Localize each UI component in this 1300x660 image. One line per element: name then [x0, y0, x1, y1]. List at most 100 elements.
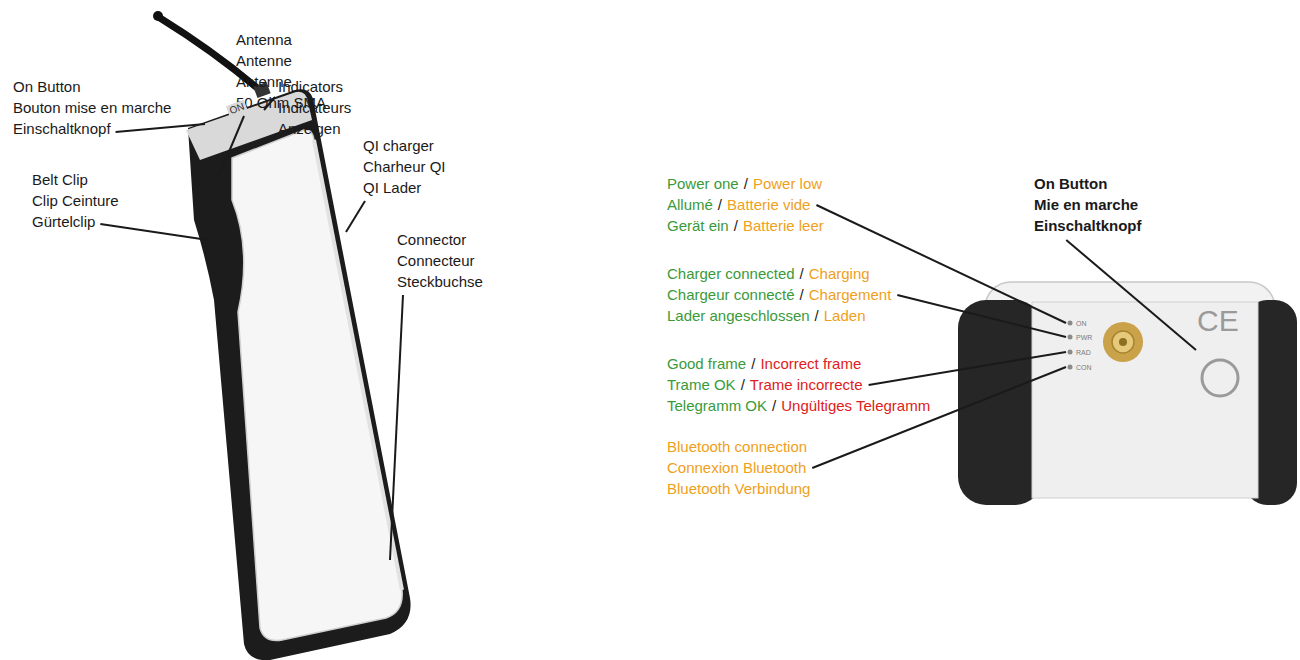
label-row: Indicateurs: [278, 98, 351, 118]
callout-label: /: [741, 375, 745, 395]
callout-label: Steckbuchse: [397, 272, 483, 292]
callout-label: Indicators: [278, 77, 343, 97]
label-row: QI charger: [363, 136, 434, 156]
sma-connector: [1103, 322, 1143, 362]
callout-label: Trame incorrecte: [750, 375, 863, 395]
led-marking: CON: [1076, 363, 1092, 372]
leader-line: [390, 295, 403, 560]
label-row: Belt Clip: [32, 170, 88, 190]
antenna-tip: [153, 11, 163, 21]
callout-label: Einschaltknopf: [1034, 216, 1142, 236]
leader-line: [116, 124, 205, 132]
callout-label: Bluetooth connection: [667, 437, 807, 457]
callout-label: Lader angeschlossen: [667, 306, 810, 326]
label-row: Bouton mise en marche: [13, 98, 171, 118]
label-row: RAD: [1076, 348, 1091, 357]
led: [1068, 365, 1073, 370]
device-front: [232, 130, 402, 641]
sma-connector: [1119, 338, 1127, 346]
label-row: CE: [1197, 305, 1239, 337]
callout-label: Batterie vide: [727, 195, 810, 215]
callout-label: /: [734, 216, 738, 236]
label-row: Chargeur connecté/Chargement: [667, 285, 891, 305]
on-button-ring: [1202, 360, 1238, 396]
label-row: ON: [1076, 319, 1087, 328]
leader-line: [1066, 240, 1196, 350]
label-row: Clip Ceinture: [32, 191, 119, 211]
label-row: ON: [226, 100, 248, 118]
callout-label: Ungültiges Telegramm: [781, 396, 930, 416]
sma-connector: [1112, 331, 1134, 353]
ce-mark: CE: [1197, 305, 1239, 337]
callout-label: Connexion Bluetooth: [667, 458, 806, 478]
callout-label: /: [800, 285, 804, 305]
label-row: Gürtelclip: [32, 212, 95, 232]
callout-label: Charheur QI: [363, 157, 446, 177]
callout-label: Telegramm OK: [667, 396, 767, 416]
device-edge: [314, 140, 402, 590]
callout-label: Bouton mise en marche: [13, 98, 171, 118]
callout-label: /: [718, 195, 722, 215]
callout-label: Connector: [397, 230, 466, 250]
callout-label: /: [800, 264, 804, 284]
leader-line: [897, 295, 1066, 337]
callout-label: /: [751, 354, 755, 374]
label-row: Gerät ein/Batterie leer: [667, 216, 824, 236]
label-row: Anzeigen: [278, 119, 341, 139]
led: [1068, 350, 1073, 355]
callout-label: Good frame: [667, 354, 746, 374]
label-row: Connexion Bluetooth: [667, 458, 806, 478]
callout-label: Gürtelclip: [32, 212, 95, 232]
label-row: Connecteur: [397, 251, 475, 271]
label-row: Connector: [397, 230, 466, 250]
label-row: Charheur QI: [363, 157, 446, 177]
callout-label: Gerät ein: [667, 216, 729, 236]
callout-label: On Button: [13, 77, 81, 97]
label-row: Charger connected/Charging: [667, 264, 870, 284]
leader-line: [346, 201, 365, 232]
label-row: Indicators: [278, 77, 343, 97]
callout-label: Charger connected: [667, 264, 795, 284]
label-row: Lader angeschlossen/Laden: [667, 306, 866, 326]
end-panel: [1032, 302, 1258, 498]
callout-label: /: [772, 396, 776, 416]
leader-line: [100, 224, 208, 240]
label-row: On Button: [13, 77, 81, 97]
callout-label: Einschaltknopf: [13, 119, 111, 139]
callout-label: Indicateurs: [278, 98, 351, 118]
led-marking: ON: [1076, 319, 1087, 328]
callout-label: Chargement: [809, 285, 892, 305]
callout-label: Allumé: [667, 195, 713, 215]
led-marking: PWR: [1076, 333, 1092, 342]
label-row: Power one/Power low: [667, 174, 822, 194]
device-marking: ON: [228, 101, 246, 117]
label-row: Bluetooth Verbindung: [667, 479, 810, 499]
callout-label: QI charger: [363, 136, 434, 156]
label-row: Einschaltknopf: [1034, 216, 1142, 236]
leader-line: [218, 116, 244, 178]
callout-label: Anzeigen: [278, 119, 341, 139]
callout-label: Power one: [667, 174, 739, 194]
callout-label: On Button: [1034, 174, 1107, 194]
callout-label: /: [744, 174, 748, 194]
callout-label: Charging: [809, 264, 870, 284]
label-row: Steckbuchse: [397, 272, 483, 292]
label-row: Trame OK/Trame incorrecte: [667, 375, 863, 395]
callout-label: Power low: [753, 174, 822, 194]
leader-line: [869, 352, 1066, 385]
callout-label: Mie en marche: [1034, 195, 1138, 215]
label-row: Antenna: [236, 30, 292, 50]
callout-label: Batterie leer: [743, 216, 824, 236]
callout-label: Trame OK: [667, 375, 736, 395]
led: [1068, 321, 1073, 326]
label-row: Einschaltknopf: [13, 119, 111, 139]
callout-label: Antenna: [236, 30, 292, 50]
label-row: QI Lader: [363, 178, 421, 198]
callout-label: Connecteur: [397, 251, 475, 271]
callout-label: Antenne: [236, 51, 292, 71]
rubber-bumper: [958, 300, 1043, 505]
